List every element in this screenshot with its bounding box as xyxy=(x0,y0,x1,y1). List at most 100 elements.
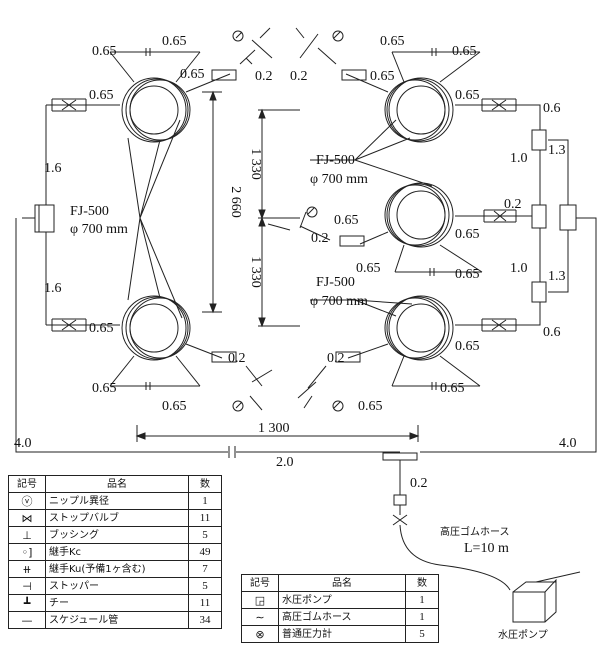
equipment-legend-table: 記号 品名 数 ◲ 水圧ポンプ 1 ∼ 高圧ゴムホース 1 ⊗ 普通圧力計 5 xyxy=(241,574,439,643)
vessel-top-right xyxy=(384,77,454,143)
item-name: 継手Kc xyxy=(45,543,189,561)
item-qty: 1 xyxy=(405,591,439,609)
right-piping xyxy=(420,98,597,453)
dim-label: 0.65 xyxy=(162,399,187,414)
pump-label: 水圧ポンプ xyxy=(498,629,548,641)
item-qty: 5 xyxy=(405,625,439,643)
item-name: ストップバルブ xyxy=(45,509,189,527)
dim-label: 0.65 xyxy=(334,213,359,228)
manifold-label: FJ-500 xyxy=(316,275,355,290)
item-name: 普通圧力計 xyxy=(278,625,406,643)
manifold-label: FJ-500 xyxy=(70,204,109,219)
dim-label: 0.65 xyxy=(455,339,480,354)
item-name: 水圧ポンプ xyxy=(278,591,406,609)
dim-label: 0.65 xyxy=(440,381,465,396)
joint-ku-icon: ⧺ xyxy=(8,560,46,578)
dim-label: 0.2 xyxy=(327,351,345,366)
schedule-pipe-icon: — xyxy=(8,611,46,629)
diameter-label: φ 700 mm xyxy=(310,294,368,309)
header-name: 品名 xyxy=(45,475,189,493)
table-row: ◲ 水圧ポンプ 1 xyxy=(241,591,439,609)
item-name: スケジュール管 xyxy=(45,611,189,629)
right-manifold-lines xyxy=(310,119,433,317)
diameter-label: φ 700 mm xyxy=(310,172,368,187)
item-qty: 1 xyxy=(405,608,439,626)
manifold-label: FJ-500 xyxy=(316,153,355,168)
table-row: — スケジュール管 34 xyxy=(8,611,222,629)
dim-label: 0.65 xyxy=(452,44,477,59)
dim-label: 0.6 xyxy=(543,325,561,340)
dimension-labels: 0.65 0.65 0.65 0.2 0.2 0.65 0.65 0.65 0.… xyxy=(14,34,577,491)
header-symbol: 記号 xyxy=(241,574,279,592)
parts-legend-table: 記号 品名 数 ⓥ ニップル異径 1 ⋈ ストップバルブ 11 ⊥ ブッシング … xyxy=(8,475,222,629)
dim-label: 0.2 xyxy=(228,351,246,366)
rubber-hose-icon: ∼ xyxy=(241,608,279,626)
header-name: 品名 xyxy=(278,574,406,592)
pump-feed xyxy=(382,452,511,591)
dim-label: 0.65 xyxy=(455,88,480,103)
item-qty: 49 xyxy=(188,543,222,561)
dim-label: 0.65 xyxy=(162,34,187,49)
table-row: ◦] 継手Kc 49 xyxy=(8,543,222,561)
stopper-icon: ⊣ xyxy=(8,577,46,595)
dim-label: 0.65 xyxy=(89,321,114,336)
dim-label: 1.3 xyxy=(548,269,566,284)
table-row: ∼ 高圧ゴムホース 1 xyxy=(241,608,439,626)
hose-length-label: L=10 m xyxy=(464,541,509,556)
dim-label: 4.0 xyxy=(559,436,577,451)
dim-2660-label: 2 660 xyxy=(228,186,243,218)
item-name: 継手Ku(予備1ヶ含む) xyxy=(45,560,189,578)
item-name: ブッシング xyxy=(45,526,189,544)
dim-label: 0.65 xyxy=(356,261,381,276)
pump-drawing xyxy=(512,571,581,623)
dim-label: 0.2 xyxy=(504,197,522,212)
funnels xyxy=(109,48,483,390)
dim-label: 2.0 xyxy=(276,455,294,470)
dim-label: 0.2 xyxy=(255,69,273,84)
tee-icon: ┻ xyxy=(8,594,46,612)
vessel-middle-right xyxy=(384,182,454,248)
item-name: ストッパー xyxy=(45,577,189,595)
item-qty: 7 xyxy=(188,560,222,578)
dim-label: 1.6 xyxy=(44,281,62,296)
item-qty: 11 xyxy=(188,509,222,527)
dim-label: 0.65 xyxy=(370,69,395,84)
dim-label: 0.65 xyxy=(455,227,480,242)
header-symbol: 記号 xyxy=(8,475,46,493)
dim-1330-label: 1 330 xyxy=(248,148,263,180)
dim-label: 1.6 xyxy=(44,161,62,176)
hose-label: 高圧ゴムホース xyxy=(440,525,510,538)
dim-label: 1.0 xyxy=(510,261,528,276)
dim-label: 0.65 xyxy=(358,399,383,414)
joint-kc-icon: ◦] xyxy=(8,543,46,561)
bushing-icon: ⊥ xyxy=(8,526,46,544)
table-row: ⓥ ニップル異径 1 xyxy=(8,492,222,510)
dim-label: 0.65 xyxy=(180,67,205,82)
item-qty: 5 xyxy=(188,577,222,595)
item-qty: 34 xyxy=(188,611,222,629)
dim-label: 0.2 xyxy=(311,231,329,246)
table-row: ┻ チー 11 xyxy=(8,594,222,612)
dim-label: 0.2 xyxy=(290,69,308,84)
vessel-bottom-left xyxy=(121,295,191,361)
legend-header-row: 記号 品名 数 xyxy=(8,475,222,493)
dim-label: 4.0 xyxy=(14,436,32,451)
dim-1300-label: 1 300 xyxy=(258,421,290,436)
header-qty: 数 xyxy=(405,574,439,592)
vessel-top-left xyxy=(121,77,191,143)
diameter-label: φ 700 mm xyxy=(70,222,128,237)
nipple-icon: ⓥ xyxy=(8,492,46,510)
dim-1330-label: 1 330 xyxy=(248,256,263,288)
pump-labels: 高圧ゴムホース L=10 m 水圧ポンプ xyxy=(440,525,548,641)
dim-label: 0.65 xyxy=(92,44,117,59)
dim-label: 1.0 xyxy=(510,151,528,166)
table-row: ⋈ ストップバルブ 11 xyxy=(8,509,222,527)
pressure-gauge-icon: ⊗ xyxy=(241,625,279,643)
left-piping xyxy=(15,98,400,458)
dim-2660 xyxy=(202,90,222,314)
item-qty: 1 xyxy=(188,492,222,510)
dim-label: 0.6 xyxy=(543,101,561,116)
valve-stubs xyxy=(185,27,389,412)
left-manifold-lines xyxy=(127,119,183,319)
table-row: ⊥ ブッシング 5 xyxy=(8,526,222,544)
